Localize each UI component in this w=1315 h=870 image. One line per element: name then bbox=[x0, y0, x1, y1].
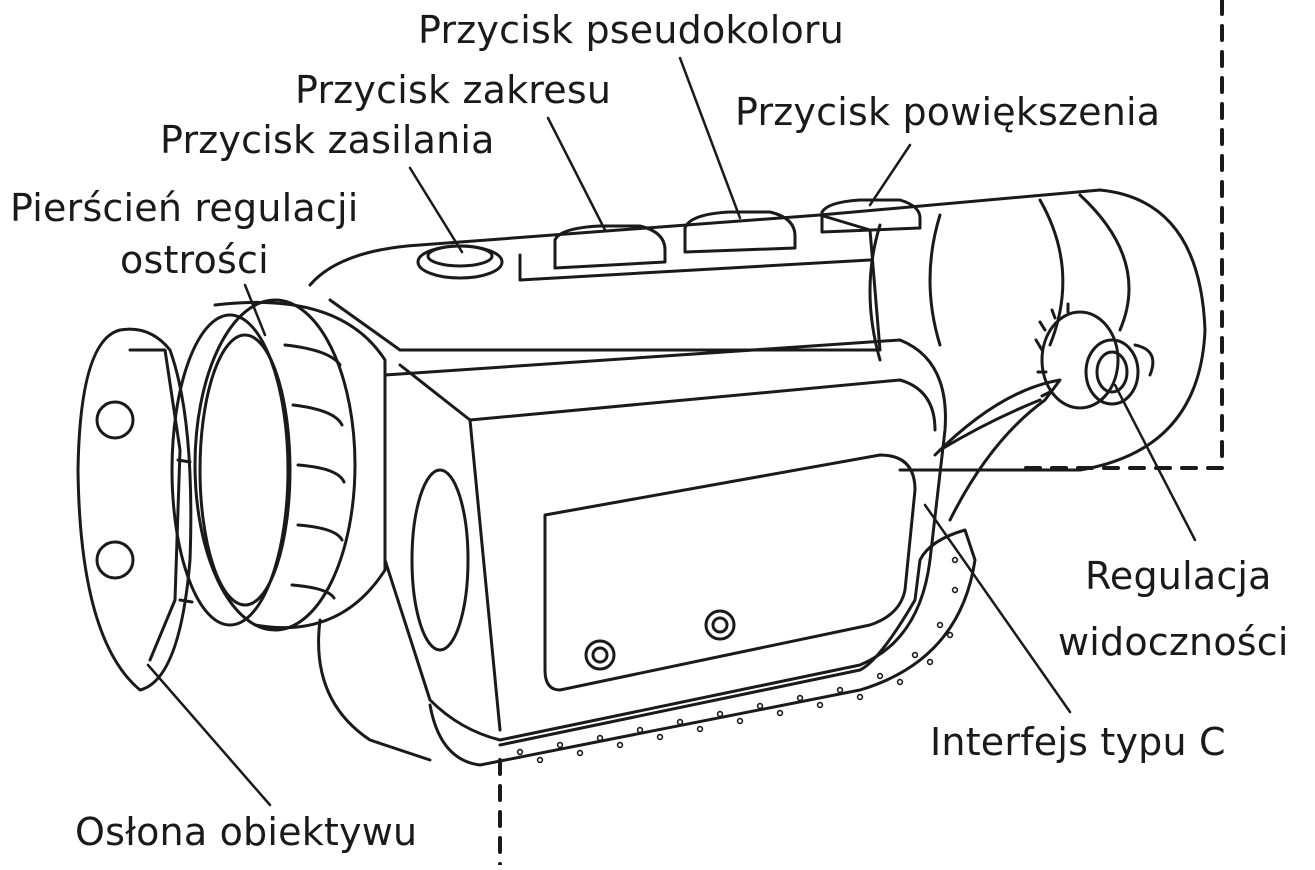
label-diopter-line1: Regulacja bbox=[1085, 554, 1272, 598]
zoom-button-shape bbox=[820, 198, 922, 234]
focus-ring bbox=[193, 298, 387, 632]
label-diopter-line2: widoczności bbox=[1058, 620, 1289, 664]
diopter-wheel bbox=[938, 302, 1155, 452]
dashed-frame bbox=[498, 0, 1224, 867]
range-button-shape bbox=[553, 224, 667, 270]
top-body bbox=[308, 213, 882, 352]
bottom-grip bbox=[317, 528, 977, 767]
label-zoom-button: Przycisk powiększenia bbox=[735, 90, 1161, 134]
label-usb-c-port: Interfejs typu C bbox=[930, 720, 1226, 764]
label-lens-cover: Osłona obiektywu bbox=[75, 810, 418, 854]
power-button-shape bbox=[416, 244, 504, 280]
pseudocolor-button-shape bbox=[683, 210, 797, 254]
main-housing bbox=[383, 338, 947, 742]
label-power-button: Przycisk zasilania bbox=[160, 118, 495, 162]
label-focus-ring-line2: ostrości bbox=[120, 238, 269, 282]
label-range-button: Przycisk zakresu bbox=[295, 68, 612, 112]
usb-c-flap bbox=[933, 378, 1062, 522]
leader-lines bbox=[146, 56, 1197, 807]
eyepiece bbox=[170, 313, 470, 652]
rear-body bbox=[818, 188, 1207, 472]
label-focus-ring-line1: Pierścień regulacji bbox=[10, 186, 359, 230]
label-pseudocolor-button: Przycisk pseudokoloru bbox=[418, 8, 845, 52]
